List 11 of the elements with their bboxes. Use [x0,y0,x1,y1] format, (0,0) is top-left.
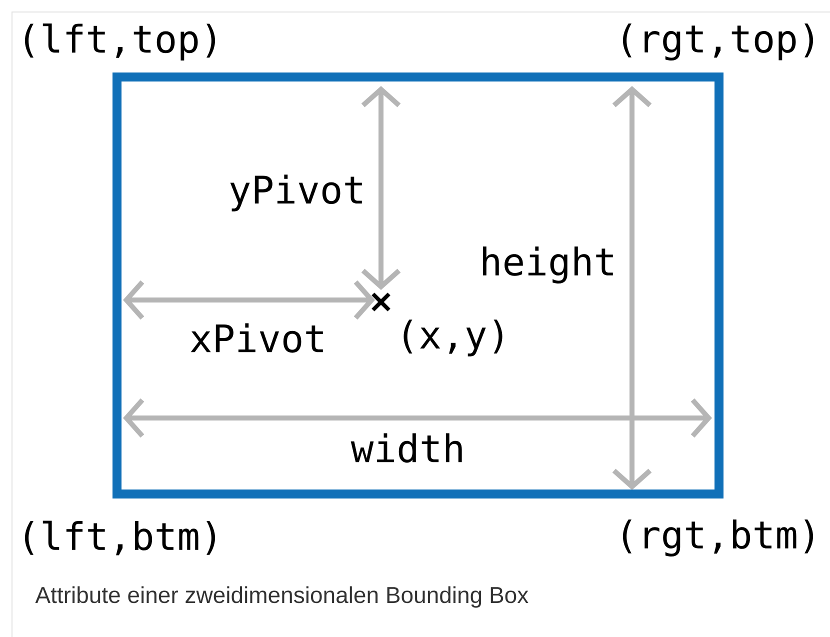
corner-label: (lft,top) [24,24,216,60]
point-label: (x,y) [404,320,502,356]
dimension-label: width [350,433,462,463]
dimension-label: yPivot [230,174,362,212]
caption: Attribute einer zweidimensionalen Bounding Box [35,586,528,608]
bounding-box [112,72,724,498]
dimension-label: height [483,246,613,284]
corner-label: (rgt,top) [622,24,814,60]
corner-label: (lft,btm) [24,520,216,556]
dimension-label: xPivot [190,323,323,353]
corner-label: (rgt,btm) [622,519,814,557]
